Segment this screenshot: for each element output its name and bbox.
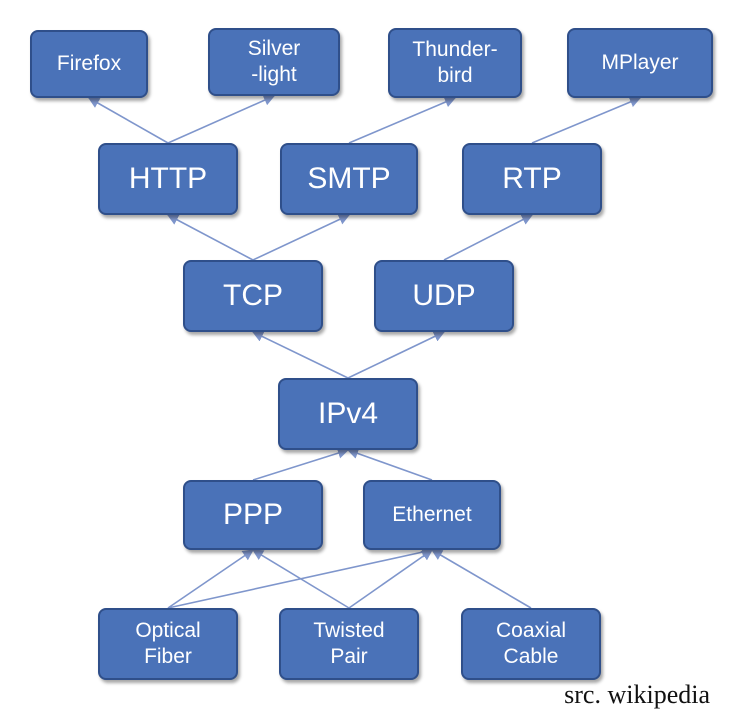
node-thunderbird: Thunder- bird	[388, 28, 522, 98]
node-rtp: RTP	[462, 143, 602, 215]
edge-http-to-firefox	[88, 97, 169, 144]
node-ppp: PPP	[183, 480, 323, 550]
edge-twisted_pair-to-ppp	[252, 549, 350, 609]
node-twisted-pair: Twisted Pair	[279, 608, 419, 680]
edge-optical_fiber-to-ppp	[167, 549, 254, 609]
node-ethernet: Ethernet	[363, 480, 501, 550]
node-tcp: TCP	[183, 260, 323, 332]
edge-ipv4-to-udp	[347, 331, 446, 379]
edge-ppp-to-ipv4	[252, 447, 350, 481]
node-mplayer: MPlayer	[567, 28, 713, 98]
edge-twisted_pair-to-ethernet	[348, 549, 433, 609]
edge-rtp-to-mplayer	[531, 96, 642, 144]
edge-tcp-to-smtp	[252, 214, 351, 261]
node-ipv4: IPv4	[278, 378, 418, 450]
node-silverlight: Silver -light	[208, 28, 340, 96]
edge-tcp-to-http	[167, 214, 254, 261]
node-smtp: SMTP	[280, 143, 418, 215]
node-http: HTTP	[98, 143, 238, 215]
edge-coaxial_cable-to-ethernet	[431, 549, 532, 609]
edge-http-to-silverlight	[167, 94, 276, 144]
node-udp: UDP	[374, 260, 514, 332]
node-coaxial-cable: Coaxial Cable	[461, 608, 601, 680]
edge-ipv4-to-tcp	[251, 331, 349, 379]
node-optical-fiber: Optical Fiber	[98, 608, 238, 680]
edge-udp-to-rtp	[443, 214, 533, 261]
source-caption: src. wikipedia	[564, 680, 710, 709]
edge-smtp-to-thunderbird	[348, 96, 457, 144]
edge-ethernet-to-ipv4	[346, 448, 433, 481]
node-firefox: Firefox	[30, 30, 148, 98]
